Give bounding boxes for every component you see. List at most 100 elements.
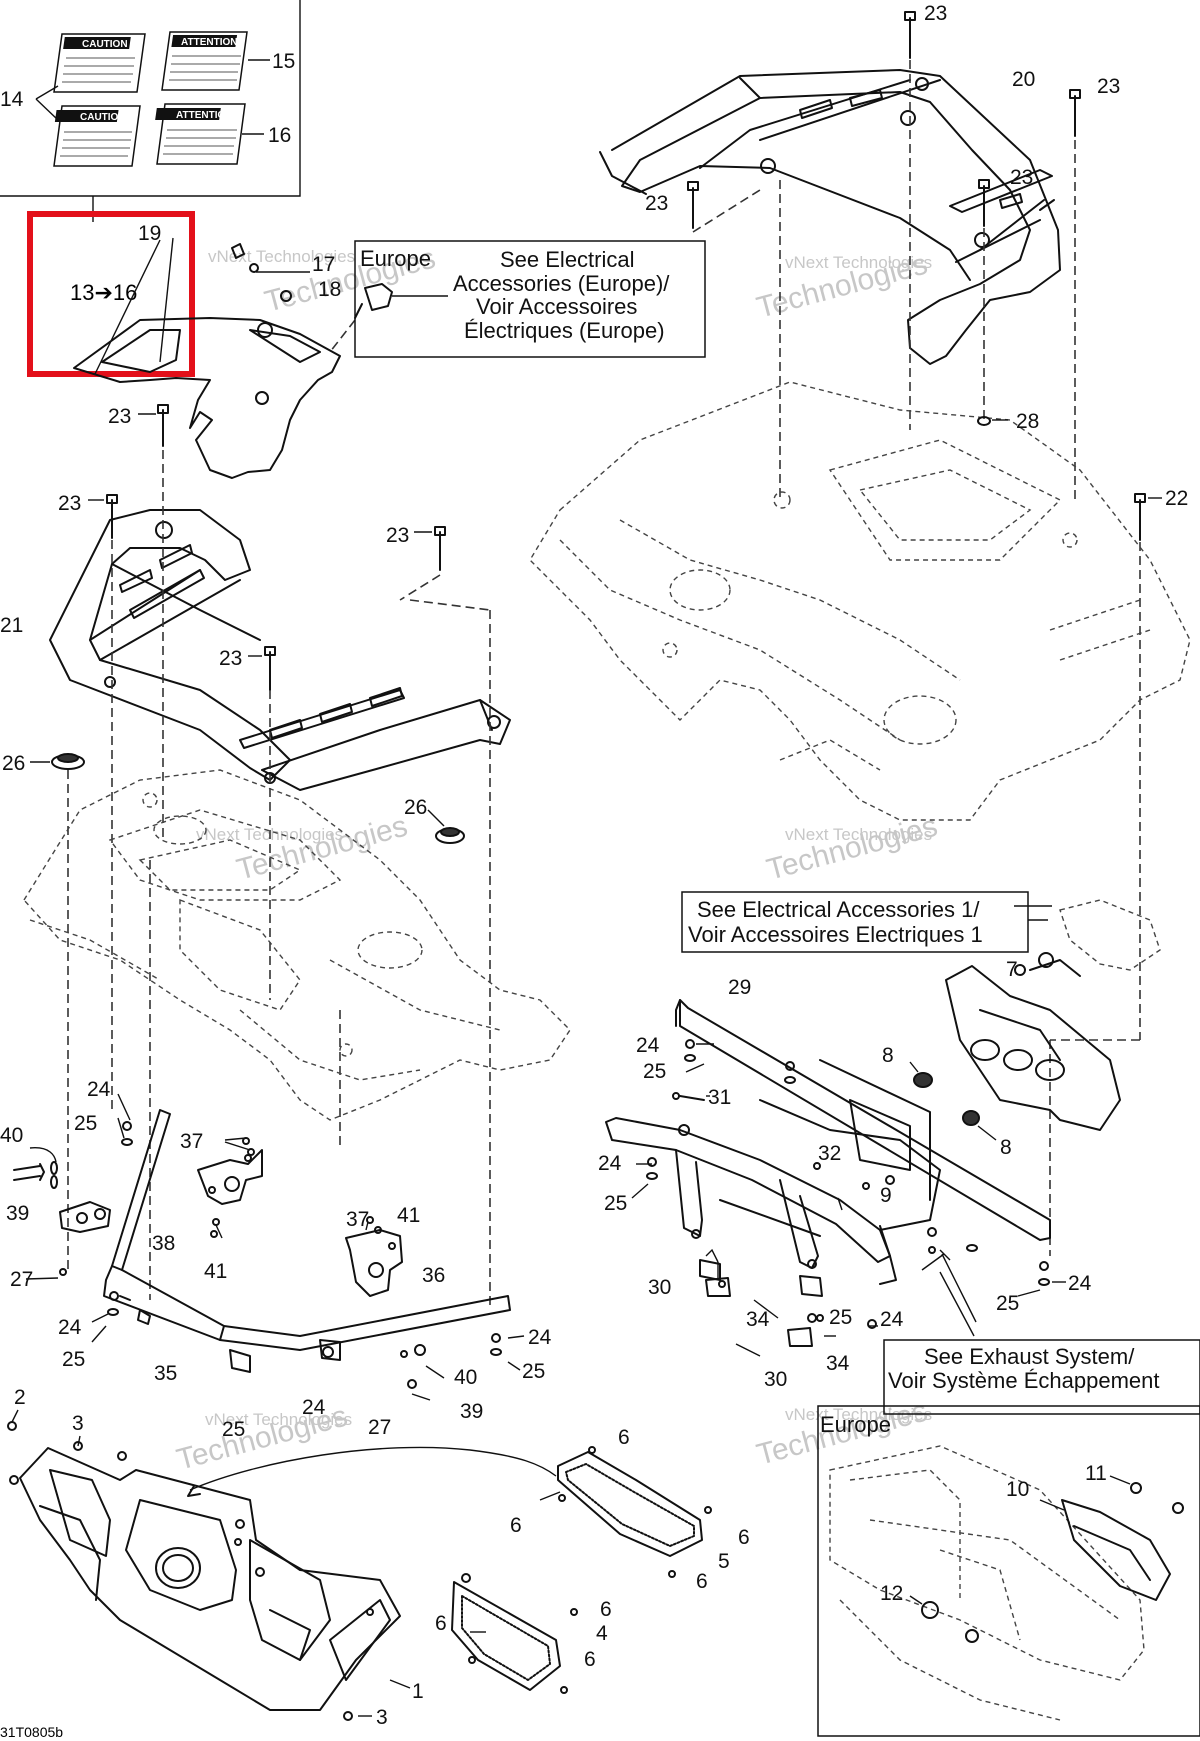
bracket-36 — [345, 1229, 403, 1297]
callout-number: 35 — [154, 1362, 177, 1385]
callout-number: 27 — [368, 1416, 391, 1439]
bolt-23 — [414, 526, 446, 571]
callout-number: 28 — [1016, 410, 1039, 433]
callout-number: 38 — [152, 1232, 175, 1255]
callout-number: 8 — [1000, 1136, 1012, 1159]
callout-number: 25 — [604, 1192, 627, 1215]
exhaust-note-box — [883, 1339, 1200, 1415]
callout-number: 23 — [1097, 75, 1120, 98]
dashed-guides-left — [67, 450, 491, 1310]
callout-number: 6 — [435, 1612, 447, 1635]
bolt-22 — [1134, 493, 1162, 541]
grille-part-5 — [539, 1446, 712, 1578]
callout-number: 23 — [386, 524, 409, 547]
rear-fender-body — [529, 381, 1191, 821]
bolt-23 — [138, 404, 169, 447]
callout-number: 3 — [72, 1412, 84, 1435]
callout-number: 17 — [312, 253, 335, 276]
decal-title: ATTENTION — [181, 37, 237, 48]
decal-title: ATTENTION — [176, 110, 232, 121]
note-line: Électriques (Europe) — [464, 318, 665, 343]
callout-number: 6 — [618, 1426, 630, 1449]
callout-number: 23 — [219, 647, 242, 670]
diagram-code: 31T0805b — [0, 1724, 63, 1740]
grille-part-4 — [451, 1573, 578, 1694]
decal-panel: CAUTION ATTENTION CAUTION ATTENTION — [0, 0, 301, 222]
note-line: Accessories (Europe)/ — [453, 271, 670, 296]
callout-number: 29 — [728, 976, 751, 999]
fasteners-35 — [13, 1093, 525, 1401]
bracket-30 — [787, 1327, 813, 1347]
watermark-text: Technologies — [233, 810, 411, 887]
callout-number: 24 — [636, 1034, 660, 1057]
callout-number: 39 — [6, 1202, 29, 1225]
bolt-23 — [687, 181, 699, 229]
bracket-30 — [705, 1248, 731, 1297]
callout-number: 6 — [584, 1648, 596, 1671]
callout-number: 31 — [708, 1086, 731, 1109]
callout-number: 26 — [2, 752, 25, 775]
highlight-label: 13➔16 — [70, 280, 137, 305]
callout-number: 24 — [58, 1316, 82, 1339]
fastener-17-18 — [231, 243, 310, 302]
callout-number: 24 — [87, 1078, 111, 1101]
note-line: Voir Accessoires — [476, 294, 637, 319]
grommet-8 — [909, 1061, 933, 1088]
callout-number: 2 — [14, 1386, 26, 1409]
bolt-23 — [1069, 89, 1081, 137]
callout-number: 24 — [880, 1308, 904, 1331]
decal-caution: CAUTION — [53, 105, 141, 167]
europe-plug — [329, 283, 448, 353]
inset-title: Europe — [820, 1412, 891, 1437]
watermark-text: vNext Technologies — [785, 825, 932, 844]
grommet-8 — [962, 1110, 997, 1141]
grommet-26 — [427, 809, 465, 844]
callout-number: 19 — [138, 222, 161, 245]
callout-number: 23 — [1010, 166, 1033, 189]
front-rack-part-21 — [49, 509, 511, 791]
callout-number: 6 — [600, 1598, 612, 1621]
note-line: See Electrical — [500, 247, 635, 272]
callout-number: 40 — [454, 1366, 477, 1389]
electrical-accessories-note: See Electrical Accessories 1/ Voir Acces… — [688, 897, 983, 947]
callout-number: 10 — [1006, 1478, 1029, 1501]
note-line: See Electrical Accessories 1/ — [697, 897, 980, 922]
callout-number: 27 — [10, 1268, 33, 1291]
callout-number: 36 — [422, 1264, 445, 1287]
callout-number: 26 — [404, 796, 427, 819]
callout-number: 6 — [696, 1570, 708, 1593]
note-line: Voir Accessoires Electriques 1 — [688, 922, 983, 947]
callout-number: 1 — [412, 1680, 424, 1703]
callout-number: 12 — [880, 1582, 903, 1605]
europe-inset: Europe — [817, 1405, 1200, 1737]
dashed-guides-top-right — [692, 60, 1141, 1256]
watermark-text: vNext Technologies — [785, 253, 932, 272]
front-bumper-part-35 — [59, 1109, 511, 1373]
callout-number: 37 — [346, 1208, 369, 1231]
leader-arc — [189, 1446, 557, 1491]
callout-number: 24 — [302, 1396, 326, 1419]
callout-number: 25 — [62, 1348, 85, 1371]
callout-number: 11 — [1085, 1462, 1107, 1485]
callout-number: 3 — [376, 1706, 388, 1729]
exhaust-leader — [939, 1271, 975, 1337]
note-line: See Exhaust System/ — [924, 1344, 1135, 1369]
callout-number: 4 — [596, 1622, 608, 1645]
callout-number: 30 — [648, 1276, 671, 1299]
callout-number: 25 — [74, 1112, 97, 1135]
callout-number: 18 — [318, 278, 341, 301]
grommet-26 — [30, 753, 85, 770]
callout-number: 41 — [397, 1204, 420, 1227]
callout-number: 14 — [0, 88, 24, 111]
lamp-assembly — [1014, 899, 1161, 977]
callout-number: 39 — [460, 1400, 483, 1423]
highlight-box — [27, 211, 195, 377]
watermark-text: vNext Technologies — [785, 1405, 932, 1424]
bracket-38 — [197, 1149, 263, 1205]
callout-number: 24 — [528, 1326, 552, 1349]
arrow-head — [187, 1485, 201, 1497]
watermark-text: Technologies — [763, 810, 941, 887]
callout-number: 34 — [826, 1352, 850, 1375]
callout-number: 32 — [818, 1142, 841, 1165]
